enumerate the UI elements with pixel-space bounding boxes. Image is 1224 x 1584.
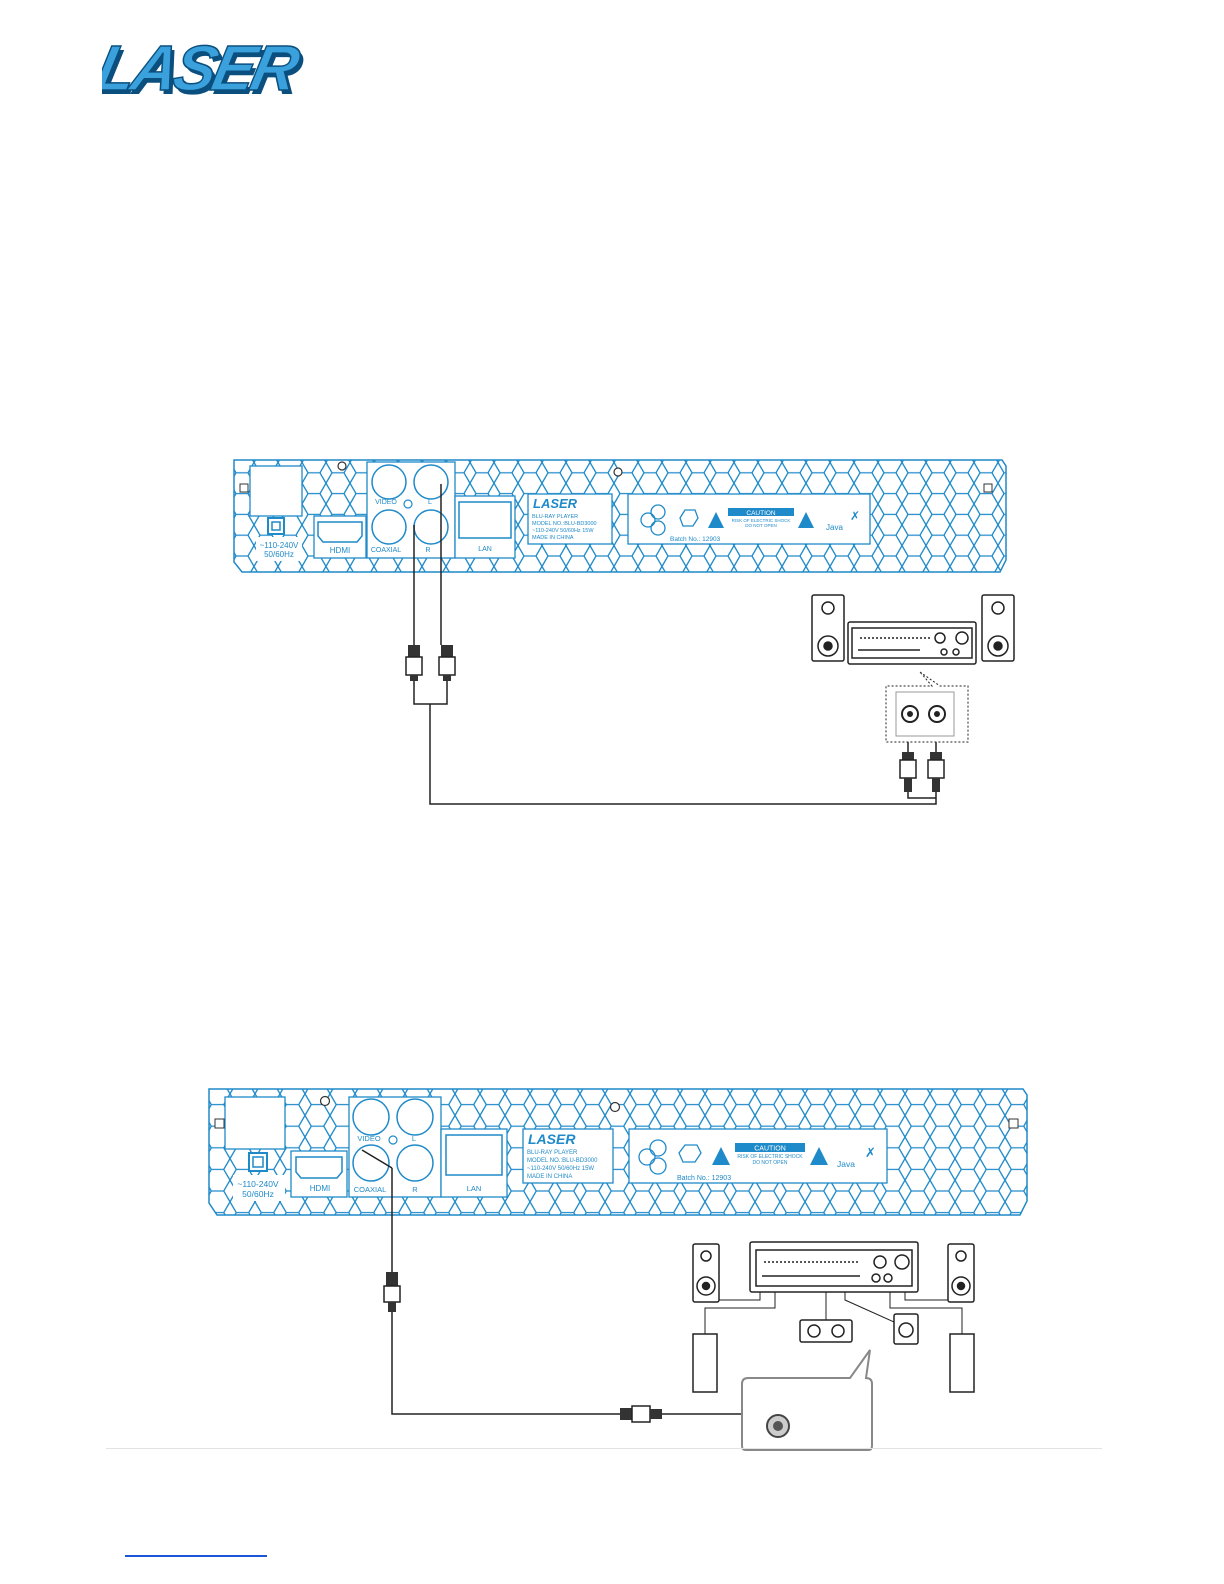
lightning-warning-icon [708, 512, 724, 528]
coaxial-jack[interactable] [352, 1144, 390, 1182]
compliance-label [627, 493, 871, 545]
video-label: VIDEO [375, 499, 397, 506]
surround-receiver [692, 1241, 975, 1393]
product-label-brand: LASER [528, 1131, 576, 1147]
product-label-line3: ~110-240V 50/60Hz 15W [527, 1166, 594, 1172]
l-label: L [428, 499, 432, 506]
caution-sub1: RISK OF ELECTRIC SHOCK [737, 1154, 803, 1160]
coaxial-label: COAXIAL [354, 1185, 387, 1194]
product-label [527, 493, 613, 545]
hdmi-port[interactable] [317, 521, 363, 543]
rcm-mark-icon [679, 509, 699, 527]
lan-label: LAN [467, 1184, 482, 1193]
coaxial-plug-icon [383, 1272, 662, 1423]
stereo-receiver [811, 594, 1015, 665]
caution-sub2: DO NOT OPEN [745, 523, 776, 528]
power-rating-line1: ~110-240V [237, 1179, 279, 1189]
audio-l-jack[interactable] [396, 1098, 434, 1136]
power-rating-line2: 50/60Hz [264, 550, 294, 559]
video-label: VIDEO [357, 1134, 381, 1143]
lan-label: LAN [478, 546, 492, 553]
coaxial-input-callout [741, 1349, 873, 1451]
hdmi-port[interactable] [295, 1156, 343, 1179]
product-label-line4: MADE IN CHINA [527, 1174, 572, 1180]
hdmi-label: HDMI [310, 1184, 330, 1193]
caution-text: CAUTION [746, 510, 776, 517]
coaxial-jack[interactable] [371, 509, 407, 545]
product-label-line4: MADE IN CHINA [532, 535, 574, 541]
rcm-mark-icon [678, 1144, 702, 1163]
java-logo: Java [826, 523, 843, 532]
product-label-line1: BLU-RAY PLAYER [532, 514, 578, 520]
footer-divider [106, 1448, 1102, 1449]
screw-icon [337, 461, 347, 471]
coaxial-label: COAXIAL [371, 547, 401, 554]
video-jack[interactable] [371, 464, 407, 500]
product-label-brand: LASER [533, 496, 578, 511]
exclamation-warning-icon [798, 512, 814, 528]
power-rating-line2: 50/60Hz [242, 1189, 274, 1199]
compliance-label [628, 1128, 888, 1184]
product-label-line3: ~110-240V 50/60Hz 15W [532, 528, 594, 534]
l-label: L [412, 1134, 416, 1143]
r-label: R [412, 1185, 418, 1194]
product-label-line2: MODEL NO.:BLU-BD3000 [527, 1158, 598, 1164]
screw-icon [613, 467, 623, 477]
receiver-input-callout [885, 671, 969, 743]
video-jack[interactable] [352, 1098, 390, 1136]
laser-logo: LASER LASER [102, 31, 309, 106]
r-label: R [425, 547, 430, 554]
certification-icon [640, 512, 656, 528]
screw-icon [609, 1101, 621, 1113]
lan-port[interactable] [458, 501, 512, 539]
audio-l-jack[interactable] [413, 464, 449, 500]
rca-plug-icon [405, 645, 945, 792]
caution-sub2: DO NOT OPEN [753, 1160, 788, 1166]
batch-number: Batch No.: 12903 [670, 536, 721, 543]
player-rear-panel-2: ~110-240V 50/60Hz HDMI VIDEO L COAXIAL R… [208, 1088, 1028, 1216]
certification-icon [638, 1148, 656, 1166]
exclamation-warning-icon [810, 1147, 828, 1165]
caution-text: CAUTION [754, 1146, 786, 1153]
logo-shadow-text: LASER [102, 36, 309, 106]
logo-text: LASER [102, 32, 306, 104]
footer-link-underline[interactable] [125, 1555, 267, 1557]
weee-bin-icon: ✗ [850, 509, 860, 523]
lan-port[interactable] [445, 1134, 503, 1176]
lightning-warning-icon [712, 1147, 730, 1165]
player-rear-panel-1: ~110-240V 50/60Hz HDMI VIDEO L COAXIAL R… [233, 459, 1007, 573]
product-label-line2: MODEL NO.:BLU-BD3000 [532, 521, 597, 527]
weee-bin-icon: ✗ [865, 1145, 876, 1160]
hdmi-label: HDMI [330, 546, 350, 555]
product-label-line1: BLU-RAY PLAYER [527, 1150, 578, 1156]
power-rating-line1: ~110-240V [260, 541, 299, 550]
caution-sub1: RISK OF ELECTRIC SHOCK [732, 518, 791, 523]
batch-number: Batch No.: 12903 [677, 1175, 731, 1182]
product-label [522, 1128, 614, 1184]
screw-icon [319, 1095, 331, 1107]
java-logo: Java [837, 1159, 855, 1169]
audio-r-jack[interactable] [396, 1144, 434, 1182]
speaker-wires [704, 1292, 963, 1334]
